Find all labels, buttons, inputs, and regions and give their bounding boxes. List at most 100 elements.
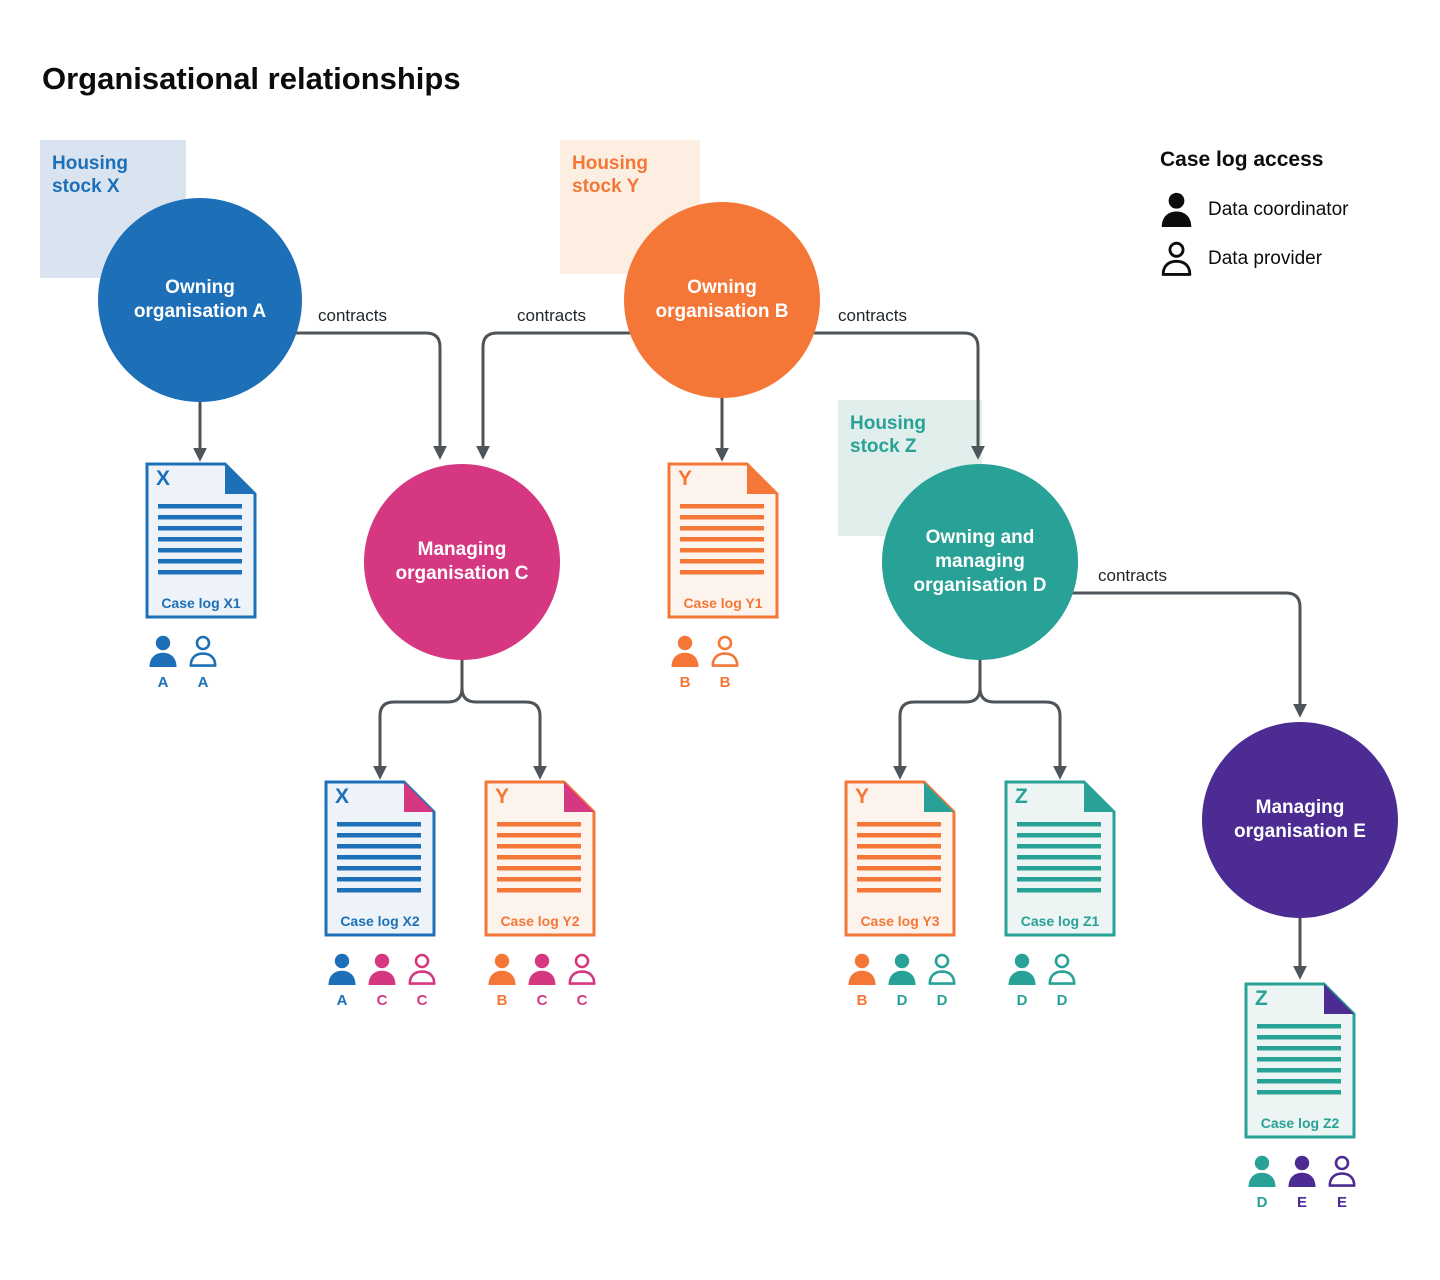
org-e-label: Managing organisation E xyxy=(1234,796,1366,842)
person-body xyxy=(408,970,436,985)
person-head xyxy=(934,953,950,969)
person-body xyxy=(328,970,356,985)
data-provider-person: A xyxy=(187,635,219,691)
document-text-lines xyxy=(857,822,941,895)
person-outline-icon xyxy=(711,635,739,667)
access-org-letter: B xyxy=(496,992,508,1009)
person-filled-icon xyxy=(848,953,876,985)
person-head xyxy=(494,953,510,969)
data-provider-person: D xyxy=(926,953,958,1009)
person-outline-icon xyxy=(1161,241,1192,276)
data-coordinator-person: B xyxy=(486,953,518,1009)
page-title: Organisational relationships xyxy=(42,60,461,96)
person-outline-icon xyxy=(1048,953,1076,985)
org-a-label: Owning organisation A xyxy=(133,276,267,322)
person-filled-icon xyxy=(368,953,396,985)
case-log-z1: Z Case log Z1 xyxy=(1004,780,1116,937)
person-head xyxy=(334,953,350,969)
person-body xyxy=(1008,970,1036,985)
case-log-z2: Z Case log Z2 xyxy=(1244,982,1356,1139)
access-org-letter: B xyxy=(719,674,731,691)
data-provider-person: C xyxy=(406,953,438,1009)
person-body xyxy=(1328,1172,1356,1187)
person-body xyxy=(1288,1172,1316,1187)
access-org-letter: A xyxy=(197,674,209,691)
housing-stock-x-label: Housing stock X xyxy=(52,153,128,198)
org-d-label: Owning and managing organisation D xyxy=(913,526,1047,597)
org-c-label: Managing organisation C xyxy=(395,538,529,584)
person-head xyxy=(677,635,693,651)
person-head xyxy=(717,635,733,651)
stock-letter: X xyxy=(335,785,350,808)
document-fold-corner-icon xyxy=(225,464,255,494)
person-body xyxy=(368,970,396,985)
document-fold-corner-icon xyxy=(1324,984,1354,1014)
access-org-letter: D xyxy=(1256,1194,1268,1211)
person-filled-icon xyxy=(671,635,699,667)
case-log-z1-access-row: D D xyxy=(1006,953,1078,1009)
document-fold-corner-icon xyxy=(1084,782,1114,812)
stock-letter: Y xyxy=(495,785,510,808)
person-head xyxy=(1054,953,1070,969)
person-head xyxy=(195,635,211,651)
org-a-circle: Owning organisation A xyxy=(98,198,302,402)
person-filled-icon xyxy=(888,953,916,985)
document-text-lines xyxy=(497,822,581,895)
case-log-x1-access-row: A A xyxy=(147,635,219,691)
arrow-org-c-to-case-log-y2 xyxy=(460,636,547,780)
data-coordinator-person: D xyxy=(886,953,918,1009)
contracts-label-b-to-d: contracts xyxy=(838,306,907,325)
arrow-org-d-to-case-log-z1 xyxy=(978,636,1067,780)
stock-letter: Y xyxy=(855,785,870,808)
person-body xyxy=(1161,259,1192,276)
person-body xyxy=(568,970,596,985)
person-filled-icon xyxy=(1008,953,1036,985)
person-outline-icon xyxy=(1328,1155,1356,1187)
case-log-title: Case log Z1 xyxy=(1020,913,1100,929)
stock-letter: Z xyxy=(1015,785,1028,808)
person-body xyxy=(671,652,699,667)
org-b-label: Owning organisation B xyxy=(655,276,789,322)
org-e-circle: Managing organisation E xyxy=(1202,722,1398,918)
case-log-y3-access-row: B D D xyxy=(846,953,958,1009)
arrow-org-d-to-org-e xyxy=(1040,591,1307,718)
document-fold-corner-icon xyxy=(747,464,777,494)
person-head xyxy=(534,953,550,969)
case-log-y1-access-row: B B xyxy=(669,635,741,691)
person-body xyxy=(189,652,217,667)
person-filled-icon xyxy=(528,953,556,985)
person-head xyxy=(374,953,390,969)
contracts-label-d-to-e: contracts xyxy=(1098,566,1167,585)
person-outline-icon xyxy=(189,635,217,667)
person-body xyxy=(528,970,556,985)
data-provider-person: D xyxy=(1046,953,1078,1009)
person-body xyxy=(1248,1172,1276,1187)
person-head xyxy=(1294,1155,1310,1171)
contracts-label-b-to-c: contracts xyxy=(517,306,586,325)
access-org-letter: A xyxy=(157,674,169,691)
case-log-x2-access-row: A C C xyxy=(326,953,438,1009)
case-log-title: Case log Y2 xyxy=(500,913,580,929)
legend-title: Case log access xyxy=(1160,148,1324,171)
contracts-label-a-to-c: contracts xyxy=(318,306,387,325)
access-org-letter: B xyxy=(856,992,868,1009)
document-text-lines xyxy=(1257,1024,1341,1097)
access-org-letter: C xyxy=(416,992,428,1009)
person-filled-icon xyxy=(488,953,516,985)
case-log-title: Case log X2 xyxy=(340,913,420,929)
person-head xyxy=(155,635,171,651)
org-b-circle: Owning organisation B xyxy=(624,202,820,398)
case-log-title: Case log Y1 xyxy=(683,595,763,611)
case-log-y2-access-row: B C C xyxy=(486,953,598,1009)
document-fold-corner-icon xyxy=(404,782,434,812)
document-text-lines xyxy=(1017,822,1101,895)
data-coordinator-person: D xyxy=(1246,1155,1278,1211)
person-head xyxy=(414,953,430,969)
case-log-x2: X Case log X2 xyxy=(324,780,436,937)
access-org-letter: D xyxy=(1016,992,1028,1009)
person-body xyxy=(928,970,956,985)
person-outline-icon xyxy=(568,953,596,985)
person-body xyxy=(888,970,916,985)
person-outline-icon xyxy=(928,953,956,985)
access-org-letter: B xyxy=(679,674,691,691)
